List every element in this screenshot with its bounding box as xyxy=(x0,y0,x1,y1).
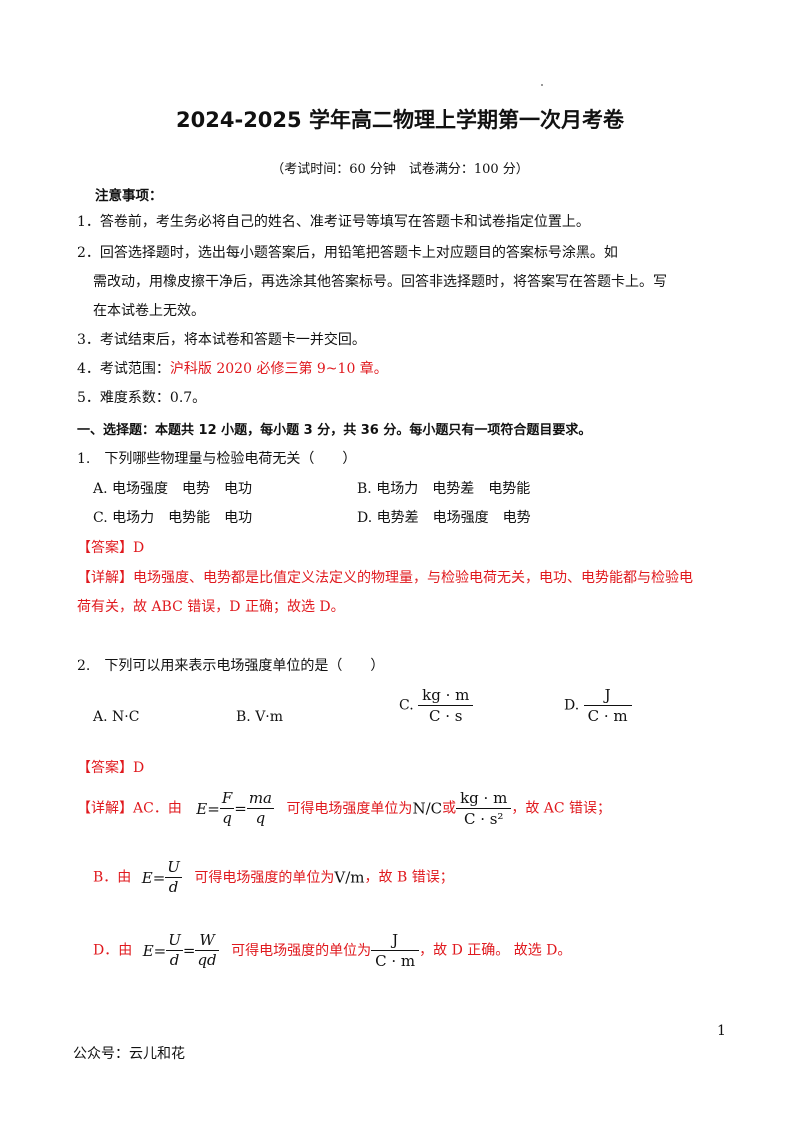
q2-c-den: C · s xyxy=(429,707,463,725)
exam-range: 沪科版 2020 必修三第 9~10 章。 xyxy=(169,361,388,377)
notice-3: 3．考试结束后，将本试卷和答题卡一并交回。 xyxy=(77,332,366,348)
q2-b-prefix: B．由 xyxy=(93,869,132,886)
q1-option-b: B. 电场力 电势差 电势能 xyxy=(357,481,531,497)
q1-option-c: C. 电场力 电势能 电功 xyxy=(93,510,253,526)
scan-dot xyxy=(541,84,543,86)
q2-ac-e: E= xyxy=(196,799,220,818)
q2-d-d: d xyxy=(169,951,180,969)
q2-answer: 【答案】D xyxy=(77,760,145,776)
q2-ac-equals: = xyxy=(234,799,247,818)
footer-wechat: 公众号：云儿和花 xyxy=(73,1046,185,1062)
q1-option-a: A. 电场强度 电势 电功 xyxy=(93,481,253,497)
q2-ac-ma: ma xyxy=(246,789,274,809)
page-number: 1 xyxy=(717,1023,726,1039)
q2-d-num: J xyxy=(583,685,632,706)
q2-option-b: B. V·m xyxy=(236,709,284,725)
q2-d-fraction: J C · m xyxy=(583,685,632,726)
q2-ac-suffix: ，故 AC 错误； xyxy=(511,800,612,817)
q2-ac-mid: 可得电场强度单位为 xyxy=(286,800,413,817)
q2-b-suffix: ，故 B 错误； xyxy=(364,869,454,886)
q2-c-num: kg · m xyxy=(418,685,474,706)
q2-d-u: U xyxy=(166,931,183,951)
q2-d-mid: 可得电场强度的单位为 xyxy=(231,942,372,959)
q1-stem: 1. 下列哪些物理量与检验电荷无关（ ） xyxy=(77,451,357,467)
notice-2c: 在本试卷上无效。 xyxy=(93,303,205,319)
q2-c-label: C. xyxy=(399,697,414,714)
q2-d-equals: = xyxy=(182,941,196,960)
q2-d-prefix: D．由 xyxy=(93,942,133,959)
exam-info: （考试时间：60 分钟 试卷满分：100 分） xyxy=(271,162,529,177)
q2-b-mid: 可得电场强度的单位为 xyxy=(194,869,335,886)
q2-b-unit: V/m xyxy=(334,868,365,887)
q2-b-d: d xyxy=(168,878,179,896)
q2-d-label: D. xyxy=(564,697,580,714)
q2-option-d: D. J C · m xyxy=(564,685,632,726)
q2-stem: 2. 下列可以用来表示电场强度单位的是（ ） xyxy=(77,658,385,674)
q2-option-c: C. kg · m C · s xyxy=(399,685,474,726)
q2-ac-f: F xyxy=(219,789,235,809)
notice-4: 4．考试范围：沪科版 2020 必修三第 9~10 章。 xyxy=(77,359,388,379)
q2-ac-q1: q xyxy=(222,809,232,827)
q2-ac-prefix: 【详解】AC．由 xyxy=(77,800,182,817)
q2-ac-or: 或 xyxy=(442,800,457,817)
q2-b-u: U xyxy=(165,858,182,878)
q2-ac-kgm: kg · m xyxy=(456,788,512,809)
q2-b-e: E= xyxy=(141,868,166,887)
q2-c-fraction: kg · m C · s xyxy=(418,685,474,726)
q2-d-w: W xyxy=(195,931,219,951)
notice-4-prefix: 4．考试范围： xyxy=(77,361,170,377)
notice-2b: 需改动，用橡皮擦干净后，再选涂其他答案标号。回答非选择题时，将答案写在答题卡上。… xyxy=(93,274,667,290)
notice-2a: 2．回答选择题时，选出每小题答案后，用铅笔把答题卡上对应题目的答案标号涂黑。如 xyxy=(77,245,618,261)
q1-answer: 【答案】D xyxy=(77,540,145,556)
notice-heading: 注意事项： xyxy=(95,188,163,204)
q2-ac-unit: N/C xyxy=(412,799,443,818)
q2-d-e: E= xyxy=(142,941,167,960)
q2-option-a: A. N·C xyxy=(93,709,140,725)
q1-explain-2: 荷有关，故 ABC 错误，D 正确；故选 D。 xyxy=(77,599,345,615)
notice-5: 5．难度系数：0.7。 xyxy=(77,390,207,406)
q2-d-cm: C · m xyxy=(375,952,416,970)
section-heading: 一、选择题：本题共 12 小题，每小题 3 分，共 36 分。每小题只有一项符合… xyxy=(77,423,592,438)
q2-d-den: C · m xyxy=(587,707,628,725)
q2-ac-cs2: C · s² xyxy=(463,810,504,828)
q2-ac-q2: q xyxy=(255,809,266,827)
q1-explain-1: 【详解】电场强度、电势都是比值定义法定义的物理量，与检验电荷无关，电功、电势能都… xyxy=(77,570,693,586)
q2-d-qd: qd xyxy=(197,951,217,969)
q2-d-j: J xyxy=(371,930,420,951)
q1-option-d: D. 电势差 电场强度 电势 xyxy=(357,510,531,526)
page-title: 2024-2025 学年高二物理上学期第一次月考卷 xyxy=(176,108,624,132)
q2-d-suffix: ，故 D 正确。 故选 D。 xyxy=(419,942,572,959)
notice-1: 1．答卷前，考生务必将自己的姓名、准考证号等填写在答题卡和试卷指定位置上。 xyxy=(77,214,590,230)
